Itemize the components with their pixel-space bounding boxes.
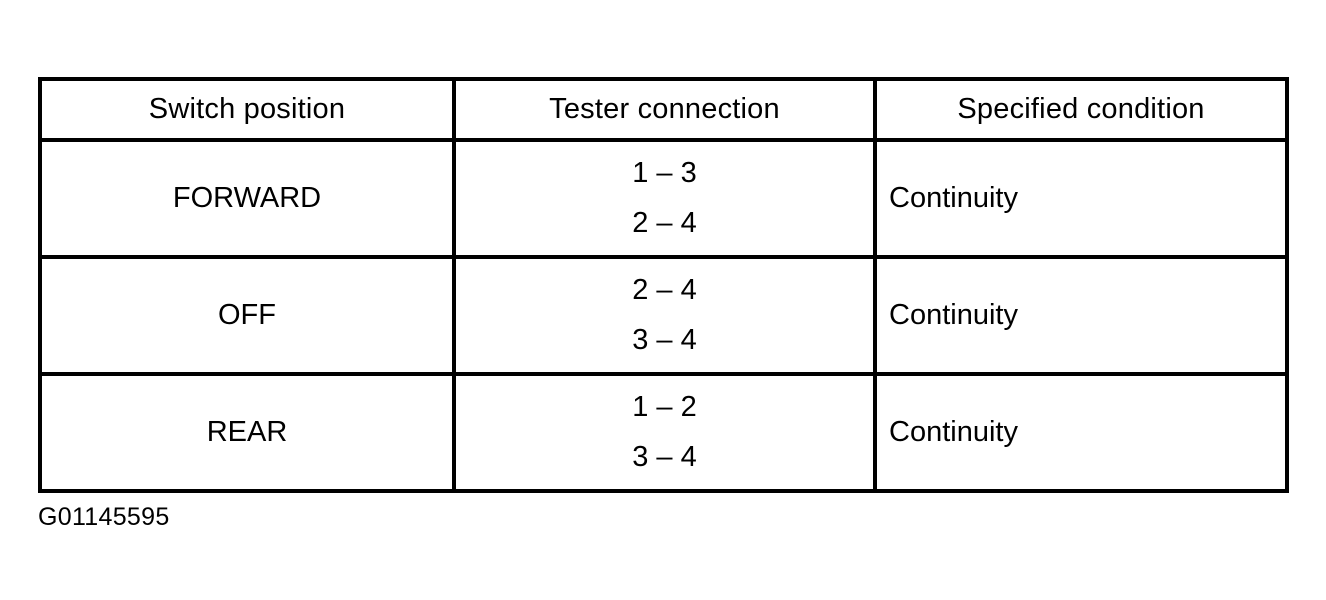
table-header-row: Switch position Tester connection Specif… bbox=[38, 77, 1289, 142]
table-row: FORWARD 1 – 3 2 – 4 Continuity bbox=[38, 138, 1289, 259]
tester-connection-pair: 2 – 4 bbox=[632, 206, 697, 239]
figure-caption: G01145595 bbox=[38, 503, 170, 531]
tester-connection-pair: 1 – 2 bbox=[632, 390, 697, 423]
tester-connection-pair: 1 – 3 bbox=[632, 156, 697, 189]
column-header-specified-condition: Specified condition bbox=[873, 77, 1289, 142]
table-row: OFF 2 – 4 3 – 4 Continuity bbox=[38, 255, 1289, 376]
cell-specified-condition: Continuity bbox=[873, 255, 1289, 376]
switch-continuity-table: Switch position Tester connection Specif… bbox=[38, 77, 1289, 493]
tester-connection-pair: 3 – 4 bbox=[632, 323, 697, 356]
cell-specified-condition: Continuity bbox=[873, 372, 1289, 493]
table-row: REAR 1 – 2 3 – 4 Continuity bbox=[38, 372, 1289, 493]
cell-specified-condition: Continuity bbox=[873, 138, 1289, 259]
column-header-switch-position: Switch position bbox=[38, 77, 456, 142]
column-header-tester-connection: Tester connection bbox=[452, 77, 877, 142]
tester-connection-pair: 3 – 4 bbox=[632, 440, 697, 473]
tester-connection-pair: 2 – 4 bbox=[632, 273, 697, 306]
cell-tester-connection: 1 – 2 3 – 4 bbox=[452, 372, 877, 493]
cell-switch-position: REAR bbox=[38, 372, 456, 493]
cell-tester-connection: 1 – 3 2 – 4 bbox=[452, 138, 877, 259]
cell-tester-connection: 2 – 4 3 – 4 bbox=[452, 255, 877, 376]
cell-switch-position: OFF bbox=[38, 255, 456, 376]
cell-switch-position: FORWARD bbox=[38, 138, 456, 259]
